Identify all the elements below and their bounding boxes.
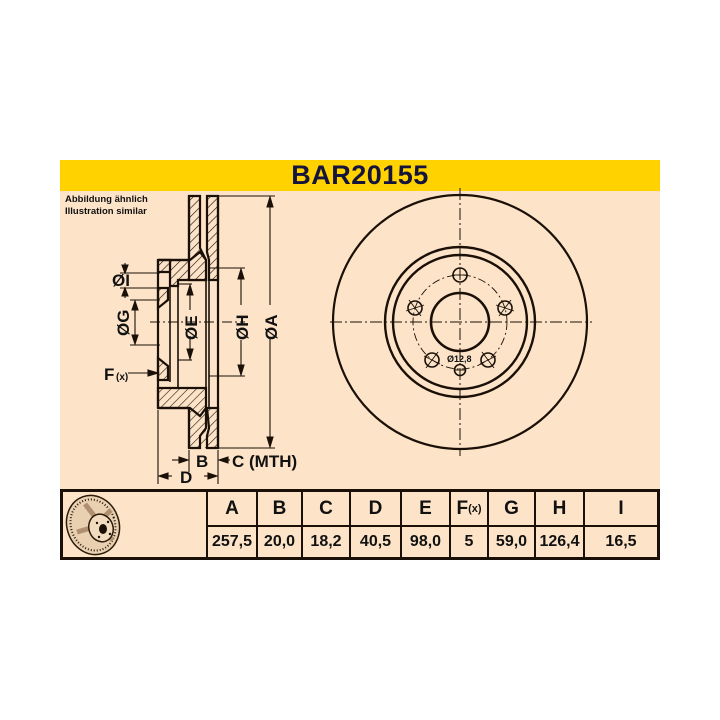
bolt-holes [405,267,515,377]
header-g: G [489,492,534,527]
header-d: D [351,492,400,527]
value-i: 16,5 [605,533,637,550]
dimension-columns: A 257,5 B 20,0 C 18,2 D 40,5 E 98,0 F(x [208,492,657,557]
brake-disc-thumbnail [63,492,208,557]
column-b: B 20,0 [258,492,303,557]
value-f: 5 [464,533,474,550]
value-c: 18,2 [310,533,342,550]
header-e: E [402,492,449,527]
column-a: A 257,5 [208,492,258,557]
column-h: H 126,4 [536,492,585,557]
brake-disc-icon [65,494,121,556]
label-dia-i: ØI [112,271,130,290]
note-english: Illustration similar [65,205,147,217]
header-b: B [258,492,301,527]
bolt-hole-diameter-label: Ø12,8 [447,354,472,364]
datasheet-panel: BAR20155 Abbildung ähnlich Illustration … [60,160,660,560]
label-dia-e: ØE [182,315,201,340]
header-c: C [303,492,349,527]
value-g: 59,0 [495,533,528,550]
value-h: 126,4 [539,533,580,550]
header-h: H [536,492,583,527]
header-a: A [208,492,256,527]
label-dia-a: ØA [262,315,281,341]
technical-drawing: ØI ØG ØE ØH ØA F (x) B C (MTH) D [104,188,592,487]
label-c: C (MTH) [232,452,297,471]
value-d: 40,5 [359,533,392,550]
column-f: F(x) 5 [451,492,489,557]
header-f-sub: (x) [468,502,482,515]
label-dia-g: ØG [114,310,133,336]
value-b: 20,0 [263,533,296,550]
value-e: 98,0 [409,533,442,550]
side-section-view [120,194,275,484]
column-e: E 98,0 [402,492,451,557]
label-b: B [196,452,208,471]
front-view [330,188,592,456]
label-dia-h: ØH [233,315,252,341]
part-number-title: BAR20155 [291,160,429,190]
column-c: C 18,2 [303,492,351,557]
header-f-label: F [456,497,469,519]
label-f-sub: (x) [116,372,128,383]
illustration-note: Abbildung ähnlich Illustration similar [65,194,148,217]
dimension-table: A 257,5 B 20,0 C 18,2 D 40,5 E 98,0 F(x [60,489,660,560]
column-d: D 40,5 [351,492,402,557]
header-f: F(x) [451,492,487,527]
column-i: I 16,5 [585,492,657,557]
column-g: G 59,0 [489,492,536,557]
label-f: F [104,365,114,384]
header-i: I [585,492,657,527]
title-bar: BAR20155 [60,160,660,191]
note-german: Abbildung ähnlich [65,194,148,205]
value-a: 257,5 [211,533,253,550]
label-d: D [180,468,192,487]
